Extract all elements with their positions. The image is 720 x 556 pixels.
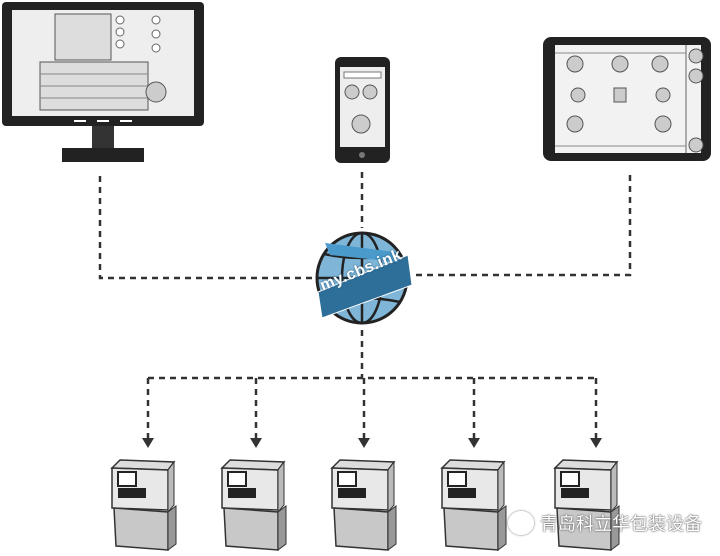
arrowheads (142, 438, 602, 448)
inkjet-printer (110, 459, 177, 551)
connection-lines (98, 172, 632, 438)
inkjet-printer (553, 459, 620, 551)
desktop-monitor (2, 2, 204, 162)
inkjet-printer (440, 459, 507, 551)
watermark-text: 青岛科立华包装设备 (540, 514, 702, 534)
inkjet-printer (330, 459, 397, 551)
wechat-icon (508, 511, 534, 535)
globe-icon (315, 231, 413, 325)
tablet (543, 37, 711, 161)
inkjet-printer (220, 459, 287, 551)
smartphone (335, 57, 390, 163)
watermark: 青岛科立华包装设备 (508, 510, 702, 536)
